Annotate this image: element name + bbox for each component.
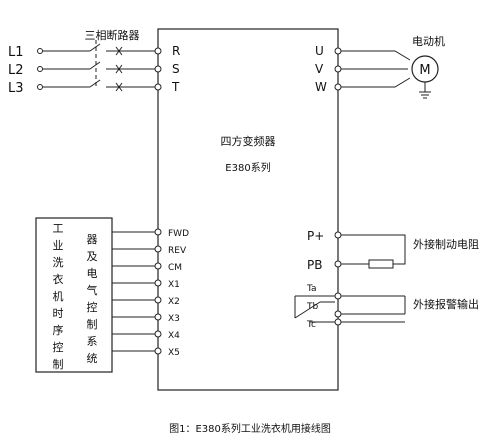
- ground-icon: [419, 82, 431, 99]
- terminal-u: U: [315, 44, 324, 58]
- svg-text:制: 制: [53, 358, 64, 371]
- power-line-l1: L1: [8, 43, 162, 60]
- breaker-label: 三相断路器: [85, 28, 140, 42]
- svg-text:气: 气: [87, 283, 98, 297]
- terminal-pb: PB: [307, 258, 322, 272]
- terminal-x5: X5: [168, 348, 180, 358]
- terminal-r: R: [172, 44, 180, 58]
- line-label-l1: L1: [8, 45, 24, 60]
- terminal-ta: Ta: [306, 284, 317, 294]
- svg-text:业: 业: [53, 239, 64, 252]
- svg-text:统: 统: [87, 352, 98, 365]
- svg-text:系: 系: [87, 335, 98, 348]
- svg-text:机: 机: [53, 289, 64, 303]
- brake-resistor-icon: [368, 259, 394, 269]
- terminal-x4: X4: [168, 331, 180, 341]
- terminal-v: V: [315, 62, 324, 76]
- terminal-rev: REV: [168, 246, 187, 256]
- motor-label: 电动机: [412, 34, 445, 48]
- control-terminal-labels: FWD REV CM X1 X2 X3 X4 X5: [168, 229, 189, 358]
- line-label-l3: L3: [8, 81, 24, 96]
- terminal-cm: CM: [168, 263, 182, 273]
- power-line-l3: L3: [8, 79, 162, 96]
- alarm-label: 外接报警输出: [413, 297, 479, 311]
- svg-text:时: 时: [53, 307, 64, 320]
- control-lines: [112, 228, 162, 355]
- terminal-t: T: [171, 80, 180, 94]
- relay-contact-icon: [294, 295, 335, 323]
- terminal-tc: Tc: [306, 320, 316, 330]
- controller-right-column: 器 及 电 气 控 制 系 统: [87, 233, 98, 365]
- terminal-p-plus: P+: [307, 229, 324, 243]
- terminal-fwd: FWD: [168, 229, 189, 239]
- svg-text:洗: 洗: [53, 256, 64, 269]
- controller-left-column: 工 业 洗 衣 机 时 序 控 制: [53, 222, 64, 371]
- svg-text:衣: 衣: [53, 272, 64, 286]
- terminal-x2: X2: [168, 297, 180, 307]
- power-line-l2: L2: [8, 61, 162, 78]
- inverter-model: E380系列: [225, 161, 270, 174]
- controller-box: [35, 217, 113, 373]
- svg-text:制: 制: [87, 318, 98, 331]
- inverter-title: 四方变频器: [221, 134, 276, 148]
- svg-text:控: 控: [87, 300, 98, 314]
- terminal-x3: X3: [168, 314, 180, 324]
- svg-text:及: 及: [87, 250, 98, 263]
- svg-text:控: 控: [53, 340, 64, 354]
- terminal-s: S: [172, 62, 180, 76]
- svg-text:电: 电: [87, 267, 98, 280]
- motor-symbol: M: [419, 63, 430, 78]
- terminal-w: W: [315, 80, 327, 94]
- svg-text:工: 工: [53, 222, 64, 235]
- svg-text:序: 序: [53, 323, 64, 337]
- line-label-l2: L2: [8, 63, 24, 78]
- terminal-x1: X1: [168, 280, 180, 290]
- brake-label: 外接制动电阻: [413, 238, 479, 251]
- figure-caption: 图1：E380系列工业洗衣机用接线图: [169, 422, 331, 435]
- inverter-box: [157, 28, 339, 391]
- svg-text:器: 器: [87, 233, 98, 246]
